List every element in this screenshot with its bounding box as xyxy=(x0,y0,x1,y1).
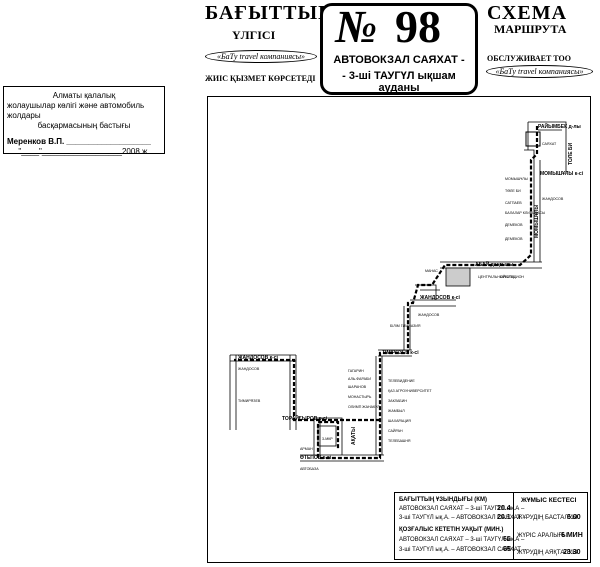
stop-label: ЖАМБЫЛ xyxy=(388,409,405,413)
street-label: МОМЫШҰЛЫ xyxy=(534,205,540,238)
length-row2-value: 20.1 xyxy=(497,514,511,521)
start-value: 6.00 xyxy=(567,514,581,521)
info-divider xyxy=(513,493,514,559)
stop-label: МОНАСТЫРЬ xyxy=(348,395,372,399)
time-row1-label: АВТОВОКЗАЛ САЯХАТ – 3-ші ТАУГҮЛ ық.А – xyxy=(399,537,525,543)
interval-value: 6 МИН xyxy=(561,532,583,539)
stop-label: ШАХАРАЦИЯ xyxy=(388,419,411,423)
stop-label: ГАГАРИН xyxy=(348,369,364,373)
street-label: ӨТЕПОВ к-сі xyxy=(300,455,332,461)
length-row2-label: 3-ші ТАУГҮЛ ық.А. – АВТОВОКЗАЛ САЯХАТ – xyxy=(399,515,526,521)
street-far-west xyxy=(229,355,237,430)
length-row1-label: АВТОВОКЗАЛ САЯХАТ – 3-ші ТАУГҮЛ ық.А – xyxy=(399,506,525,512)
time-row2-label: 3-ші ТАУГҮЛ ық.А. – АВТОВОКЗАЛ САЯХАТ – xyxy=(399,547,526,553)
approval-line-1: Алматы қалалық xyxy=(52,91,116,100)
end-label: ЖҮРУДІҢ АЯҚТАЛУЫ xyxy=(517,550,578,556)
stop-label: ЖАНДОСОВ xyxy=(238,367,260,371)
street-label: ТОЛЕ БИ xyxy=(568,142,574,165)
header-left-company: «БаТу travel компаниясы» xyxy=(205,50,317,63)
stop-label: БІЛІМ ГИМНАЗИЯ xyxy=(390,324,421,328)
stop-label: ЖАНДОСОВ xyxy=(418,313,440,317)
street-label: ТІМІРЯЗЕВ к-сі xyxy=(382,350,419,356)
interval-label: ЖҮРІС АРАЛЫҒЫ xyxy=(517,533,568,539)
approval-date: "____"__________________2008 ж. xyxy=(18,147,150,156)
stop-label: 3-МКР xyxy=(322,437,333,441)
stop-label: ДЕМЕКОВ xyxy=(505,237,523,241)
street-west xyxy=(289,355,297,430)
stop-label: МАНАС xyxy=(425,269,438,273)
route-number: 98 xyxy=(395,1,441,52)
street-label: ЖАНДОСОВ к-сі xyxy=(419,295,461,301)
route-number-sign: № xyxy=(335,1,378,52)
street-label: ЖАНДОСОВ к-сі xyxy=(237,355,279,361)
header-left-service: ЖИІС ҚЫЗМЕТ КӨРСЕТЕДІ xyxy=(205,74,316,83)
length-row1-value: 20.4 xyxy=(497,505,511,512)
time-row1-value: 65 xyxy=(503,536,511,543)
street-raiymbek xyxy=(527,121,567,174)
stop-label: ДЕМЕКОВ xyxy=(505,223,523,227)
street-timiryazev xyxy=(378,349,412,357)
stop-label: ҚАЗ АГРОУНИВЕРСИТЕТ xyxy=(388,389,432,393)
street-label: АҚАТЫ xyxy=(351,427,357,445)
stop-label: ОРБИТА xyxy=(500,275,515,279)
start-label: ЖҮРУДІҢ БАСТАЛУЫ xyxy=(517,515,578,521)
map-frame xyxy=(207,96,591,563)
route-info-box: БАҒЫТТЫҢ ҰЗЫНДЫҒЫ (КМ) АВТОВОКЗАЛ САЯХАТ… xyxy=(394,492,588,560)
street-zhandosov-mid xyxy=(410,299,456,307)
stop-label: АВТОБАЗА xyxy=(300,467,319,471)
approval-signer: Меренков В.П. ___________________ xyxy=(7,137,151,146)
stop-label: АРМАН xyxy=(300,447,313,451)
time-row2-value: 65 xyxy=(503,546,511,553)
approval-line-2: жолаушылар көлігі және автомобиль жолдар… xyxy=(7,101,145,120)
schedule-title: ЖҰМЫС КЕСТЕСІ xyxy=(521,497,577,504)
end-value: 23.30 xyxy=(563,549,581,556)
stop-label: ТӨЛЕ БИ xyxy=(505,189,521,193)
stop-label: САЯХАТ xyxy=(542,142,557,146)
street-loop xyxy=(313,417,343,455)
route-line-2: - 3-ші ТАУГҮЛ ықшам ауданы xyxy=(342,70,456,94)
street-label: РАЙЫМБЕК д-лы xyxy=(538,122,581,130)
street-label: АБАЙ даңғылы xyxy=(475,260,513,268)
length-title: БАҒЫТТЫҢ ҰЗЫНДЫҒЫ (КМ) xyxy=(399,497,487,503)
stadium-block xyxy=(445,267,471,287)
street-momyshuly xyxy=(524,149,541,262)
stop-label: САТПАЕВ xyxy=(505,201,522,205)
terminal-end-block xyxy=(317,425,337,447)
route-line-path xyxy=(234,126,539,460)
stop-label: САЙРАН xyxy=(388,429,403,433)
header-right-subtitle: МАРШРУТА xyxy=(494,22,567,36)
stop-label: ТЕЛЕВИДЕНИЕ xyxy=(388,379,415,383)
approval-stamp: Алматы қалалық жолаушылар көлігі және ав… xyxy=(3,86,165,156)
stop-label: АЛЬ-ФАРАБИ xyxy=(348,377,371,381)
stop-label: МОМЫШҰЛЫ xyxy=(505,177,528,181)
street-link xyxy=(403,306,411,350)
approval-line-3: басқармасының бастығы xyxy=(37,121,131,130)
stop-label: ТИМИРЯЗЕВ xyxy=(238,399,261,403)
route-title-box: № 98 АВТОВОКЗАЛ САЯХАТ - - 3-ші ТАУГҮЛ ы… xyxy=(320,1,478,95)
header-right-company: «БаТу travel компаниясы» xyxy=(486,65,593,78)
header-left-title: БАҒЫТТЫҢ xyxy=(205,2,335,24)
stop-label: ЖАНДОСОВ xyxy=(542,197,564,201)
stop-label: ШАРАНОВ xyxy=(348,385,367,389)
stop-label: БАЛАЛАР КЛИНИКАСЫ xyxy=(505,211,545,215)
stop-label: ЗАКЛАБИН xyxy=(388,399,407,403)
time-title: ҚОЗҒАЛЫС КЕТЕТІН УАҚЫТ (МИН.) xyxy=(399,527,504,533)
route-line-1: АВТОВОКЗАЛ САЯХАТ - xyxy=(333,54,465,66)
stop-label: ЦЕНТРАЛЬНЫЙ СТАДИОН xyxy=(478,275,524,279)
terminal-start xyxy=(525,131,541,147)
street-main-south xyxy=(375,356,383,455)
street-label: ТОРАЙҒЫРОВ к-сі xyxy=(282,414,328,422)
header-right-title: СХЕМА xyxy=(487,2,568,24)
header-right-service: ОБСЛУЖИВАЕТ ТОО xyxy=(487,54,571,63)
header-left-subtitle: ҮЛГІСІ xyxy=(232,28,276,42)
stop-label: ТЕЛЕБАШНЯ xyxy=(388,439,411,443)
street-label: МОМЫШҰЛЫ к-сі xyxy=(540,171,584,177)
stop-label: ОЛИМП ЖАНАКУЛ xyxy=(348,405,380,409)
